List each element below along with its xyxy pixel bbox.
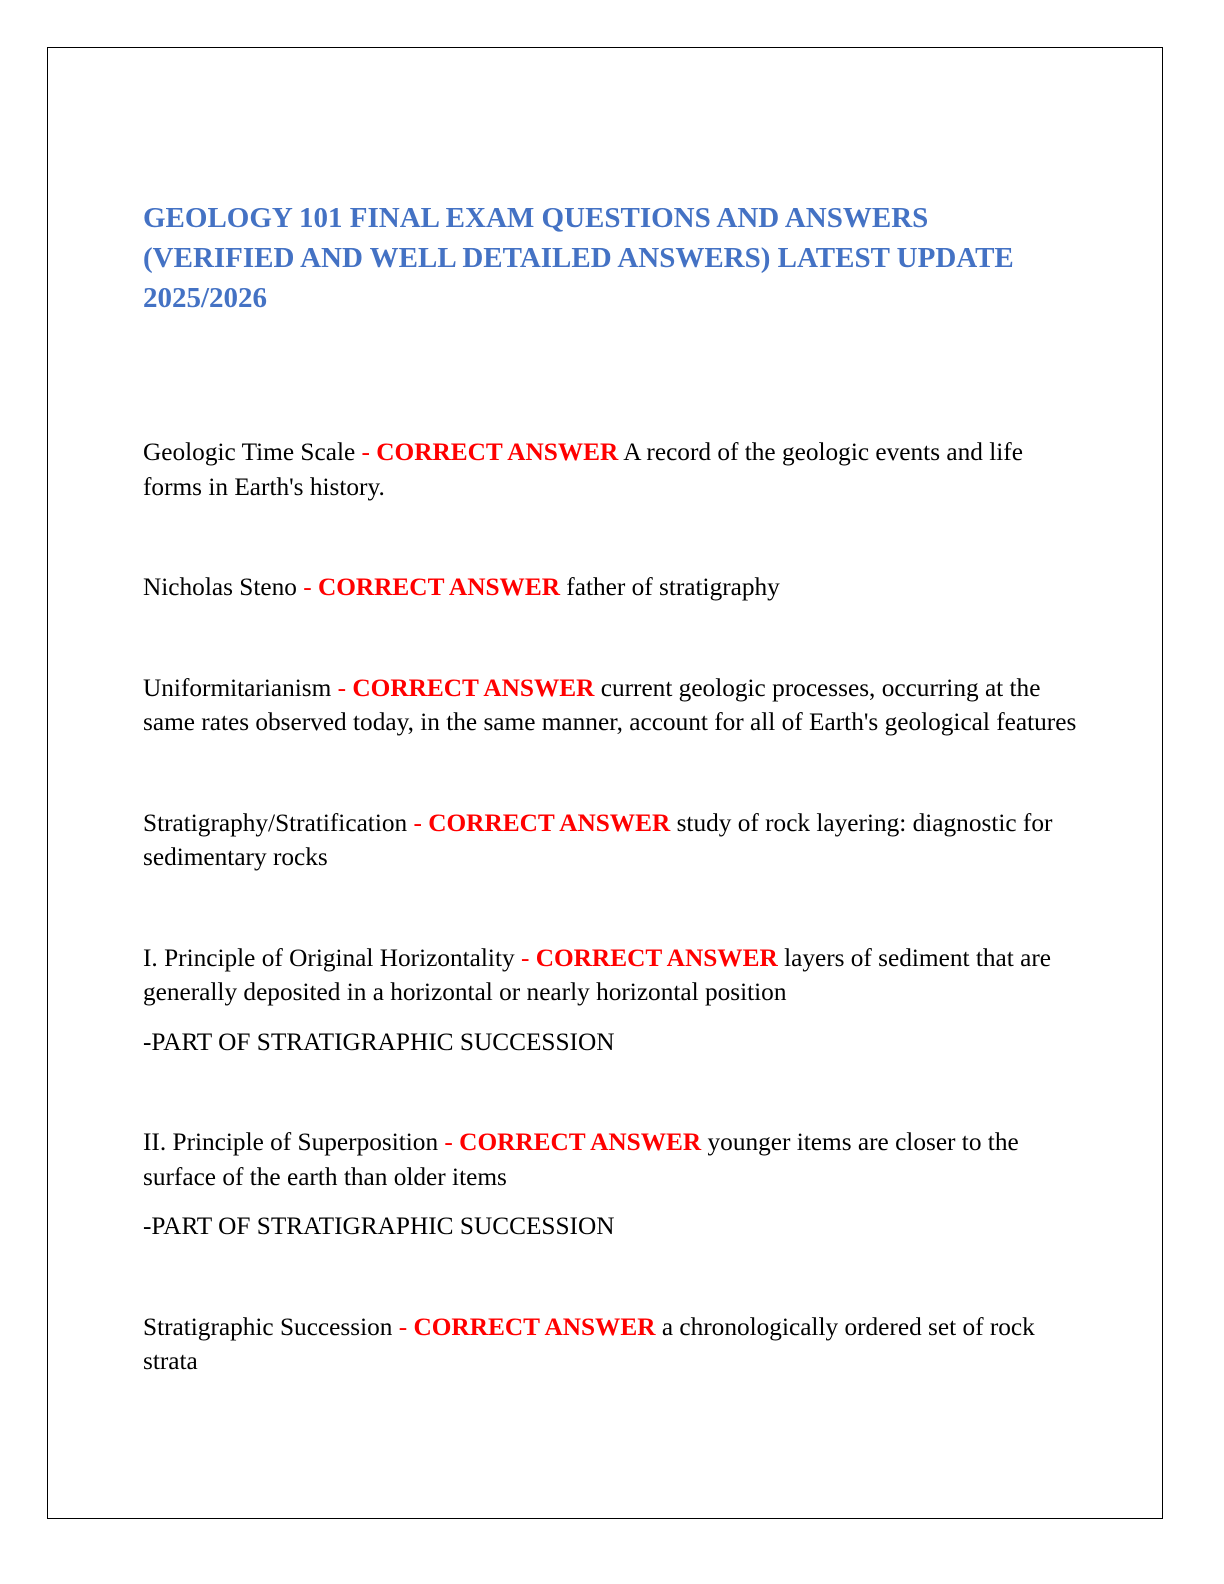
page-border [47, 47, 1163, 1519]
correct-answer-label: CORRECT ANSWER [376, 438, 619, 466]
correct-answer-label: CORRECT ANSWER [317, 573, 560, 601]
entry-answer: father of stratigraphy [566, 573, 780, 601]
document-content: GEOLOGY 101 FINAL EXAM QUESTIONS AND ANS… [143, 198, 1078, 1379]
qa-entry: Uniformitarianism - CORRECT ANSWER curre… [143, 671, 1078, 740]
entry-term: Uniformitarianism [143, 673, 332, 702]
qa-entry-text: Geologic Time Scale - CORRECT ANSWER A r… [143, 435, 1078, 504]
qa-entry: Stratigraphic Succession - CORRECT ANSWE… [143, 1310, 1078, 1379]
qa-entry: II. Principle of Superposition - CORRECT… [143, 1125, 1078, 1244]
correct-answer-label: CORRECT ANSWER [535, 943, 778, 972]
qa-entries: Geologic Time Scale - CORRECT ANSWER A r… [143, 435, 1078, 1379]
qa-entry-text: Stratigraphic Succession - CORRECT ANSWE… [143, 1310, 1078, 1379]
qa-entry: I. Principle of Original Horizontality -… [143, 941, 1078, 1060]
entry-answer: current geologic processes, occurring at… [143, 673, 1077, 737]
entry-term: I. Principle of Original Horizontality [143, 943, 515, 972]
qa-entry: Nicholas Steno - CORRECT ANSWER father o… [143, 570, 1078, 605]
qa-entry-text: Stratigraphy/Stratification - CORRECT AN… [143, 806, 1078, 875]
entry-separator: - [296, 573, 318, 601]
entry-note: -PART OF STRATIGRAPHIC SUCCESSION [143, 1212, 615, 1240]
qa-entry-text: Nicholas Steno - CORRECT ANSWER father o… [143, 570, 1078, 605]
entry-separator: - [355, 438, 377, 466]
entry-answer: study of rock layering: diagnostic for s… [143, 808, 1053, 872]
qa-entry: Stratigraphy/Stratification - CORRECT AN… [143, 806, 1078, 875]
entry-term: Geologic Time Scale [143, 438, 356, 466]
entry-separator: - [331, 673, 353, 702]
qa-entry-text: II. Principle of Superposition - CORRECT… [143, 1125, 1078, 1194]
entry-term: Stratigraphic Succession [143, 1312, 393, 1341]
entry-separator: - [392, 1312, 414, 1341]
entry-separator: - [514, 943, 536, 972]
entry-term: Stratigraphy/Stratification [143, 808, 408, 837]
entry-answer: layers of sediment that are generally de… [143, 943, 1051, 1007]
correct-answer-label: CORRECT ANSWER [428, 808, 671, 837]
document-title: GEOLOGY 101 FINAL EXAM QUESTIONS AND ANS… [143, 202, 1014, 314]
entry-term: II. Principle of Superposition [143, 1128, 439, 1156]
entry-answer: younger items are closer to the surface … [143, 1128, 1019, 1191]
correct-answer-label: CORRECT ANSWER [459, 1128, 702, 1156]
correct-answer-label: CORRECT ANSWER [413, 1312, 656, 1341]
entry-separator: - [438, 1128, 460, 1156]
entry-note: -PART OF STRATIGRAPHIC SUCCESSION [143, 1027, 615, 1056]
entry-answer: a chronologically ordered set of rock st… [143, 1312, 1035, 1376]
entry-term: Nicholas Steno [143, 573, 297, 601]
qa-entry-text: I. Principle of Original Horizontality -… [143, 941, 1078, 1010]
entry-answer: A record of the geologic events and life… [143, 438, 1023, 501]
correct-answer-label: CORRECT ANSWER [352, 673, 595, 702]
qa-entry-text: Uniformitarianism - CORRECT ANSWER curre… [143, 671, 1078, 740]
qa-entry: Geologic Time Scale - CORRECT ANSWER A r… [143, 435, 1078, 504]
entry-separator: - [407, 808, 429, 837]
